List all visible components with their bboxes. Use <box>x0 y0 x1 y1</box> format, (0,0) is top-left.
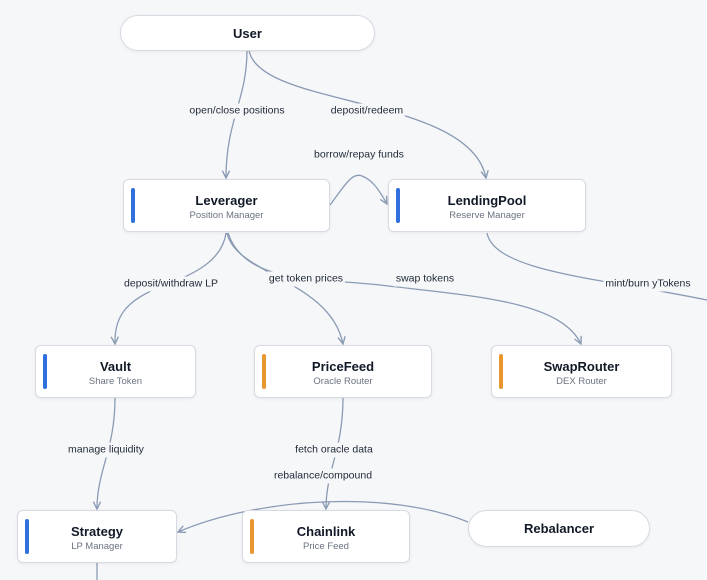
edge-label-manage-liquidity: manage liquidity <box>66 442 146 458</box>
node-subtitle: Price Feed <box>303 541 349 552</box>
node-strategy[interactable]: Strategy LP Manager <box>17 510 177 563</box>
node-leverager[interactable]: Leverager Position Manager <box>123 179 330 232</box>
accent-bar <box>250 519 254 554</box>
edge-label-open-close: open/close positions <box>187 103 287 119</box>
node-subtitle: Share Token <box>88 376 143 387</box>
accent-bar <box>396 188 400 223</box>
edge-leverager-swaprouter <box>227 232 581 344</box>
node-title: Strategy <box>70 524 124 539</box>
actor-user[interactable]: User <box>120 15 375 51</box>
node-title: Chainlink <box>296 524 356 539</box>
actor-user-label: User <box>233 25 262 41</box>
node-vault[interactable]: Vault Share Token <box>35 345 196 398</box>
edge-rebalancer-strategy <box>178 500 469 532</box>
node-subtitle: DEX Router <box>556 376 607 387</box>
edge-label-get-prices: get token prices <box>266 271 346 287</box>
edge-leverager-lendingpool <box>329 174 387 206</box>
accent-bar <box>25 519 29 554</box>
accent-bar <box>499 354 503 389</box>
edge-label-swap-tokens: swap tokens <box>393 271 457 287</box>
edge-label-deposit-redeem: deposit/redeem <box>328 103 406 119</box>
edge-pricefeed-chainlink <box>326 397 344 509</box>
actor-rebalancer[interactable]: Rebalancer <box>468 510 650 547</box>
node-swaprouter[interactable]: SwapRouter DEX Router <box>491 345 672 398</box>
edge-lendingpool-offscreen <box>486 232 707 301</box>
node-pricefeed[interactable]: PriceFeed Oracle Router <box>254 345 432 398</box>
node-subtitle: Oracle Router <box>313 376 373 387</box>
edge-label-deposit-withdraw: deposit/withdraw LP <box>122 276 220 292</box>
node-lendingpool[interactable]: LendingPool Reserve Manager <box>388 179 586 232</box>
node-title: Vault <box>99 359 132 374</box>
edge-vault-strategy <box>97 397 116 509</box>
edge-label-borrow-repay: borrow/repay funds <box>312 147 406 163</box>
accent-bar <box>262 354 266 389</box>
node-subtitle: LP Manager <box>71 541 123 552</box>
node-title: LendingPool <box>447 193 527 208</box>
node-subtitle: Position Manager <box>189 210 264 221</box>
actor-rebalancer-label: Rebalancer <box>523 521 595 536</box>
node-subtitle: Reserve Manager <box>449 210 525 221</box>
edge-label-fetch-oracle: fetch oracle data <box>293 442 375 458</box>
node-chainlink[interactable]: Chainlink Price Feed <box>242 510 410 563</box>
accent-bar <box>43 354 47 389</box>
accent-bar <box>131 188 135 223</box>
node-title: Leverager <box>195 193 258 208</box>
node-title: PriceFeed <box>311 359 375 374</box>
edge-leverager-pricefeed <box>226 232 343 344</box>
edge-label-rebalance: rebalance/compound <box>271 468 375 484</box>
node-title: SwapRouter <box>543 359 620 374</box>
edge-label-mint-burn: mint/burn yTokens <box>603 276 693 292</box>
